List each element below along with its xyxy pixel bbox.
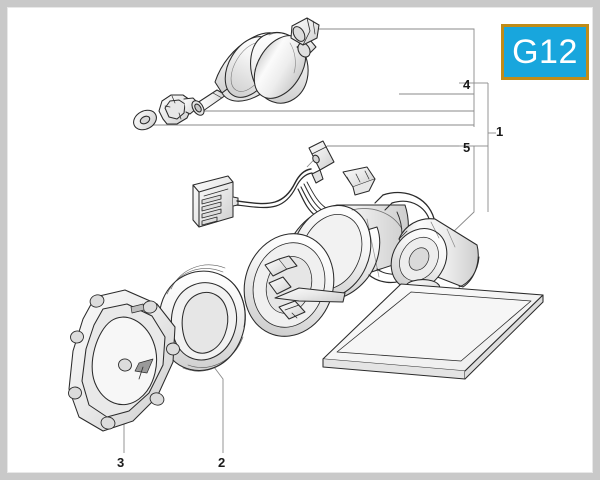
callout-3: 3 bbox=[117, 455, 125, 470]
callout-1: 1 bbox=[496, 124, 504, 139]
fuel-pump-motor bbox=[390, 218, 480, 305]
hose-clamp bbox=[290, 17, 320, 46]
union-nut bbox=[158, 94, 198, 125]
page-badge: G12 bbox=[501, 24, 589, 80]
pump-end-cap bbox=[243, 233, 346, 337]
fuel-filter-group bbox=[133, 17, 320, 131]
flange-bolt-holes bbox=[68, 294, 180, 430]
seal-and-flange-group bbox=[68, 264, 246, 432]
fuel-filter-canister bbox=[214, 32, 317, 104]
filter-inlet-stub bbox=[191, 89, 227, 116]
multi-pin-connector bbox=[192, 175, 239, 228]
inline-connector bbox=[308, 140, 335, 184]
badge-label: G12 bbox=[512, 33, 578, 71]
diagram-canvas: G12 1 4 5 2 3 bbox=[7, 7, 593, 473]
parts-diagram-svg bbox=[68, 17, 544, 453]
threaded-sealing-ring bbox=[158, 264, 246, 372]
callout-2: 2 bbox=[218, 455, 226, 470]
callout-4: 4 bbox=[463, 77, 471, 92]
pump-module-group bbox=[243, 191, 544, 380]
harness-plug bbox=[342, 166, 376, 196]
retaining-flange bbox=[68, 289, 180, 432]
callout-5: 5 bbox=[463, 140, 471, 155]
wiring-group bbox=[192, 140, 376, 228]
base-mounting-plate bbox=[322, 283, 544, 380]
sealing-washer bbox=[133, 109, 157, 131]
